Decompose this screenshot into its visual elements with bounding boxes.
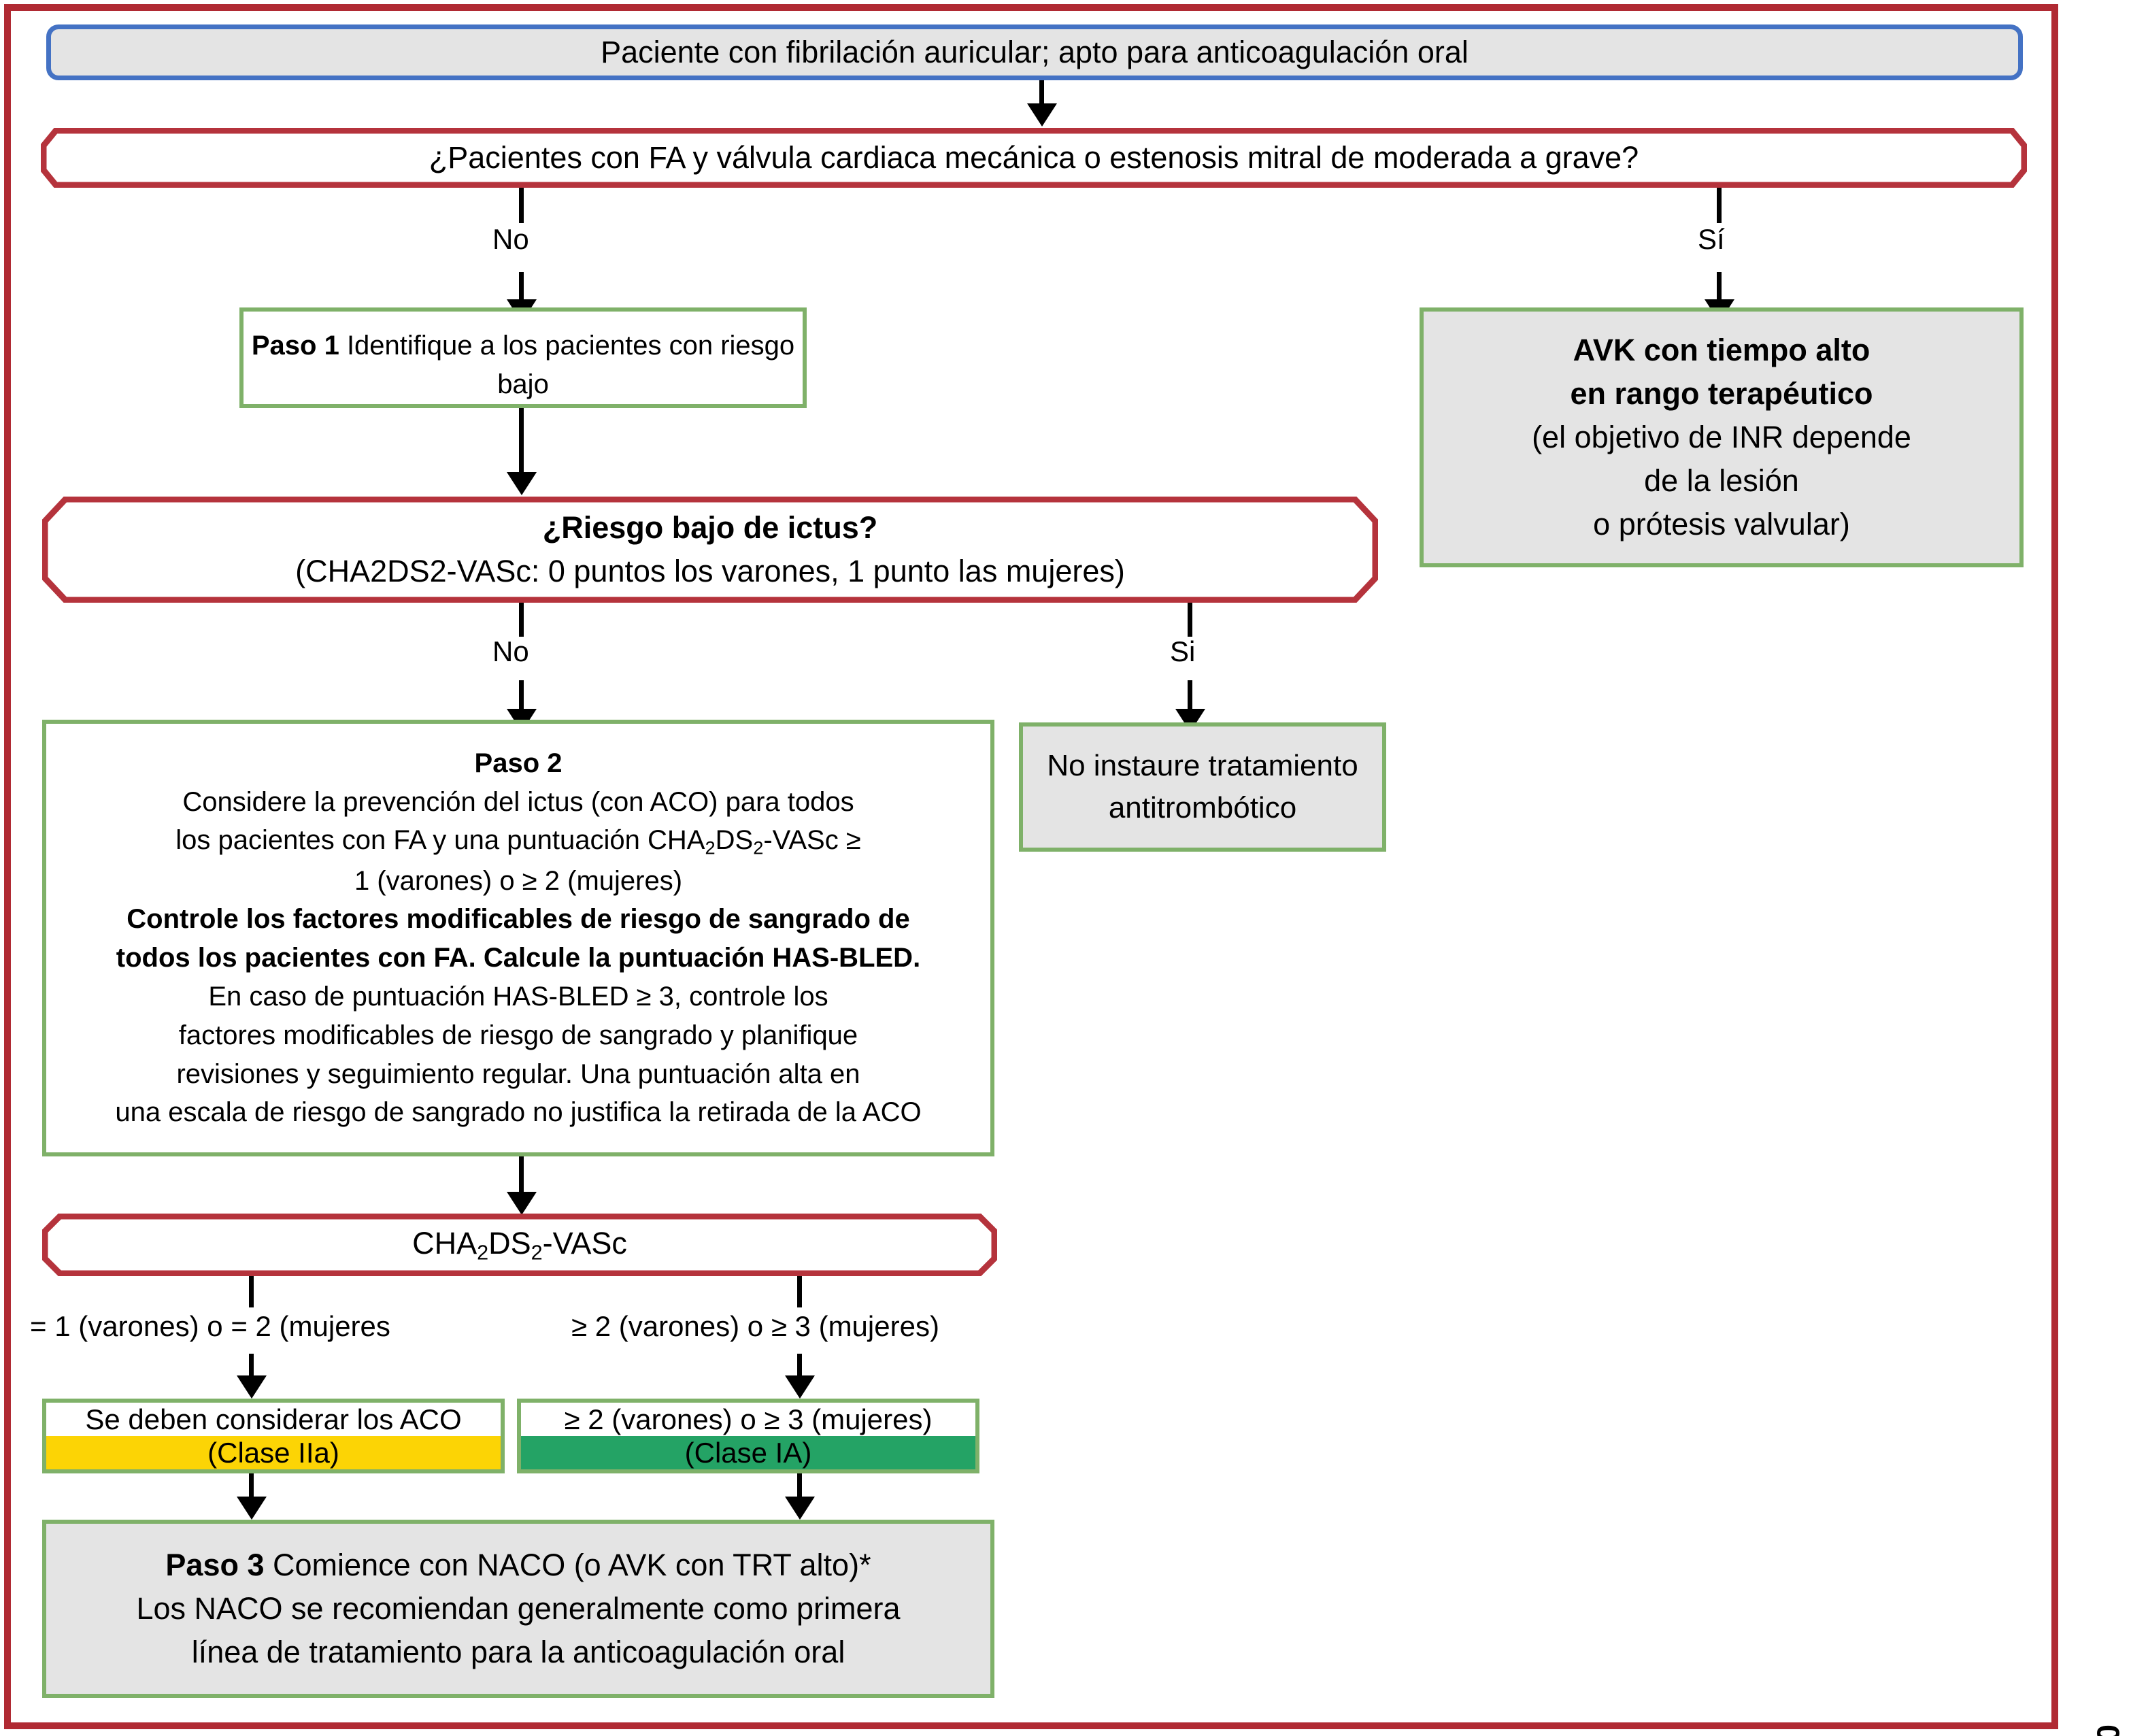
connector-decision2-si xyxy=(1188,680,1192,714)
avk-line4: de la lesión xyxy=(1644,463,1799,498)
connector-recright-to-step3 xyxy=(797,1473,802,1502)
rec-left-bottom-text: (Clase IIa) xyxy=(207,1436,339,1469)
decision2-line1: ¿Riesgo bajo de ictus? xyxy=(542,510,878,546)
avk-line2: en rango terapéutico xyxy=(1570,376,1873,412)
connector-decision1-si-stub xyxy=(1717,188,1722,223)
step2-bold1: Controle los factores modificables de ri… xyxy=(127,904,910,935)
score-branch-right-label: ≥ 2 (varones) o ≥ 3 (mujeres) xyxy=(571,1310,939,1342)
step2-line2-sub2: 2 xyxy=(753,837,764,858)
node-decision-low-stroke-risk: ¿Riesgo bajo de ictus? (CHA2DS2-VASc: 0 … xyxy=(42,497,1378,603)
arrowhead-step1-to-decision2 xyxy=(507,472,537,495)
step2-line2-sub1: 2 xyxy=(705,837,716,858)
decision2-outline xyxy=(42,497,1378,603)
node-step3: Paso 3 Comience con NACO (o AVK con TRT … xyxy=(42,1520,994,1698)
connector-decision1-no xyxy=(519,272,524,305)
node-no-antithrombotic: No instaure tratamiento antitrombótico xyxy=(1019,722,1386,852)
avk-line1: AVK con tiempo alto xyxy=(1573,333,1870,368)
connector-decision1-si xyxy=(1717,272,1722,305)
step2-line2: los pacientes con FA y una puntuación CH… xyxy=(57,821,979,861)
node-step1: Paso 1 Identifique a los pacientes con r… xyxy=(239,307,807,408)
rec-left-bottom-cell: (Clase IIa) xyxy=(46,1436,501,1469)
avk-line5: o prótesis valvular) xyxy=(1593,506,1850,541)
edge-label-decision2-no: No xyxy=(492,635,529,667)
connector-step1-to-decision2 xyxy=(519,408,524,476)
no-treatment-line2: antitrombótico xyxy=(1108,791,1297,824)
arrowhead-title-to-decision1 xyxy=(1027,103,1057,127)
arrowhead-recleft-to-step3 xyxy=(237,1497,267,1520)
step2-line3: 1 (varones) o ≥ 2 (mujeres) xyxy=(354,865,683,896)
arrowhead-to-rec-left xyxy=(237,1375,267,1399)
connector-score-left-stub xyxy=(249,1276,254,1307)
step3-line2: Los NACO se recomiendan generalmente com… xyxy=(136,1591,901,1626)
connector-decision2-si-stub xyxy=(1188,603,1192,637)
arrowhead-to-rec-right xyxy=(785,1375,815,1399)
node-score-cha2ds2vasc: CHA2DS2-VASc xyxy=(42,1214,997,1276)
node-avk: AVK con tiempo alto en rango terapéutico… xyxy=(1420,307,2024,567)
avk-line3: (el objetivo de INR depende xyxy=(1532,420,1911,455)
score-branch-left-label: = 1 (varones) o = 2 (mujeres xyxy=(30,1310,390,1342)
step2-line2-b: DS xyxy=(715,825,754,856)
step2-line5: factores modificables de riesgo de sangr… xyxy=(178,1020,858,1050)
rec-left-top-text: Se deben considerar los ACO xyxy=(85,1403,462,1435)
decision1-text: ¿Pacientes con FA y válvula cardiaca mec… xyxy=(429,140,1639,176)
score-sub2: 2 xyxy=(531,1241,543,1265)
arrowhead-recright-to-step3 xyxy=(785,1497,815,1520)
rec-right-bottom-cell: (Clase IA) xyxy=(521,1436,975,1469)
step2-line2-a: los pacientes con FA y una puntuación CH… xyxy=(175,825,705,856)
copyright-label: ©ESC 2020 xyxy=(2090,1724,2127,1736)
step2-title: Paso 2 xyxy=(474,748,563,778)
step2-line4: En caso de puntuación HAS-BLED ≥ 3, cont… xyxy=(208,982,828,1012)
step1-text: Paso 1 Identifique a los pacientes con r… xyxy=(244,327,803,404)
connector-to-rec-left xyxy=(249,1354,254,1381)
score-b: DS xyxy=(488,1226,531,1261)
decision1-outline xyxy=(41,128,2027,188)
rec-right-top-text: ≥ 2 (varones) o ≥ 3 (mujeres) xyxy=(564,1403,933,1435)
step2-line1: Considere la prevención del ictus (con A… xyxy=(182,786,854,817)
step2-line2-c: -VASc ≥ xyxy=(763,825,861,856)
rec-left-top-cell: Se deben considerar los ACO xyxy=(46,1403,501,1436)
arrowhead-step2-to-score xyxy=(507,1192,537,1215)
connector-title-to-decision1 xyxy=(1039,80,1044,106)
node-rec-class-ia: ≥ 2 (varones) o ≥ 3 (mujeres) (Clase IA) xyxy=(517,1399,979,1473)
connector-decision1-no-stub xyxy=(519,188,524,223)
node-decision-mechanical-valve: ¿Pacientes con FA y válvula cardiaca mec… xyxy=(41,128,2027,188)
step1-body: Identifique a los pacientes con riesgo b… xyxy=(346,331,795,399)
no-treatment-line1: No instaure tratamiento xyxy=(1047,748,1358,782)
connector-recleft-to-step3 xyxy=(249,1473,254,1502)
rec-right-bottom-text: (Clase IA) xyxy=(684,1436,812,1469)
step1-label: Paso 1 xyxy=(251,331,339,361)
edge-label-decision2-si: Si xyxy=(1170,635,1196,667)
step2-line6: revisiones y seguimiento regular. Una pu… xyxy=(176,1058,860,1089)
edge-label-decision1-si: Sí xyxy=(1698,223,1725,255)
step2-line7: una escala de riesgo de sangrado no just… xyxy=(115,1097,922,1128)
step3-line1-body: Comience con NACO (o AVK con TRT alto)* xyxy=(273,1548,871,1583)
rec-right-top-cell: ≥ 2 (varones) o ≥ 3 (mujeres) xyxy=(521,1403,975,1436)
step3-line1: Paso 3 Comience con NACO (o AVK con TRT … xyxy=(46,1543,990,1587)
score-c: -VASc xyxy=(542,1226,627,1261)
step3-label: Paso 3 xyxy=(165,1548,265,1583)
node-rec-class-iia: Se deben considerar los ACO (Clase IIa) xyxy=(42,1399,505,1473)
connector-step2-to-score xyxy=(519,1156,524,1197)
step2-bold2: todos los pacientes con FA. Calcule la p… xyxy=(116,943,921,973)
score-node-text: CHA2DS2-VASc xyxy=(42,1222,997,1268)
node-title-box: Paciente con fibrilación auricular; apto… xyxy=(46,24,2023,80)
score-sub1: 2 xyxy=(477,1241,489,1265)
step3-line3: línea de tratamiento para la anticoagula… xyxy=(191,1634,845,1669)
decision2-line2: (CHA2DS2-VASc: 0 puntos los varones, 1 p… xyxy=(295,554,1125,588)
node-step2: Paso 2 Considere la prevención del ictus… xyxy=(42,720,994,1156)
title-text: Paciente con fibrilación auricular; apto… xyxy=(601,35,1469,70)
edge-label-decision1-no: No xyxy=(492,223,529,255)
connector-decision2-no xyxy=(519,680,524,714)
score-node-outline xyxy=(42,1214,997,1276)
connector-decision2-no-stub xyxy=(519,603,524,637)
score-a: CHA xyxy=(412,1226,477,1261)
connector-to-rec-right xyxy=(797,1354,802,1381)
connector-score-right-stub xyxy=(797,1276,802,1307)
